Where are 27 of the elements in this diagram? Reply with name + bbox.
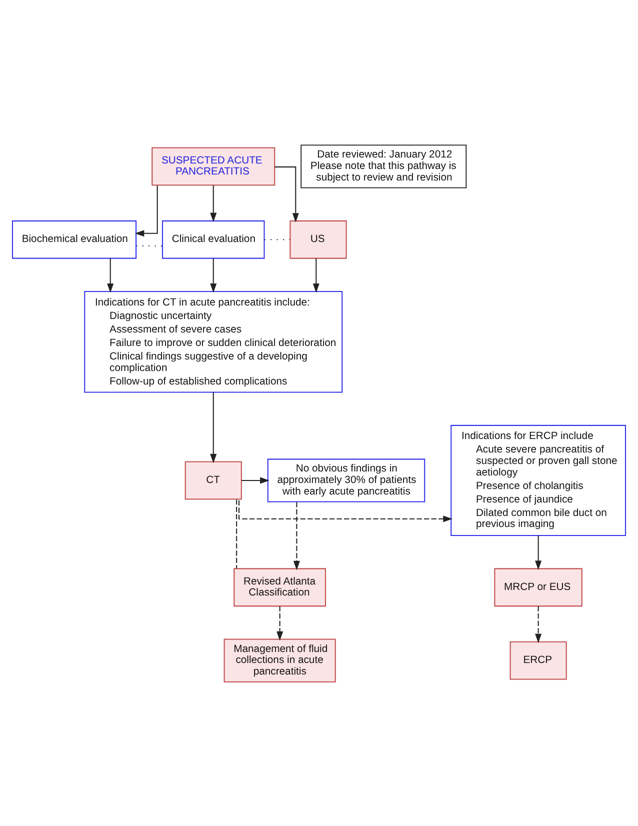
node-box: US <box>290 220 347 258</box>
node-box: Management of fluid collections in acute pancreatitis <box>224 638 336 682</box>
arrow <box>210 392 217 463</box>
node-box: No obvious findings in approximately 30% of patients with early acute pancreatitis <box>267 458 426 502</box>
node-box: SUSPECTED ACUTE PANCREATITIS <box>152 146 276 186</box>
node-box: Indications for ERCP include Acute severe pancreatitis of suspected or proven gall stone aetiology Presence of cholangitis Presence of jaundice Dilated common bile duct on previous imaging <box>450 424 626 536</box>
arrow <box>210 258 217 292</box>
node-box: ERCP <box>510 640 567 680</box>
node-box: Date reviewed: January 2012 Please note that this pathway is subject to review and revision <box>300 144 467 188</box>
arrow <box>210 184 217 222</box>
arrow <box>134 184 158 236</box>
arrow <box>293 502 300 570</box>
arrow <box>242 476 270 484</box>
arrow <box>535 606 542 643</box>
arrow <box>312 258 320 292</box>
node-box: Clinical evaluation <box>162 220 265 258</box>
arrow <box>238 498 452 522</box>
arrow <box>274 166 299 222</box>
connector <box>236 499 238 568</box>
node-box: CT <box>184 460 242 500</box>
node-box: Biochemical evaluation <box>12 220 137 258</box>
arrow <box>276 606 284 640</box>
node-box: MRCP or EUS <box>494 568 582 606</box>
node-box: Indications for CT in acute pancreatitis include: Diagnostic uncertainty Assessment of severe cases Failure to improve or sudden clinical deterioration Clinical findings suggestive of a developing complication Follow-up of established complications <box>84 290 343 392</box>
arrow <box>535 534 542 570</box>
node-box: Revised Atlanta Classification <box>234 568 326 606</box>
arrow <box>107 258 114 292</box>
